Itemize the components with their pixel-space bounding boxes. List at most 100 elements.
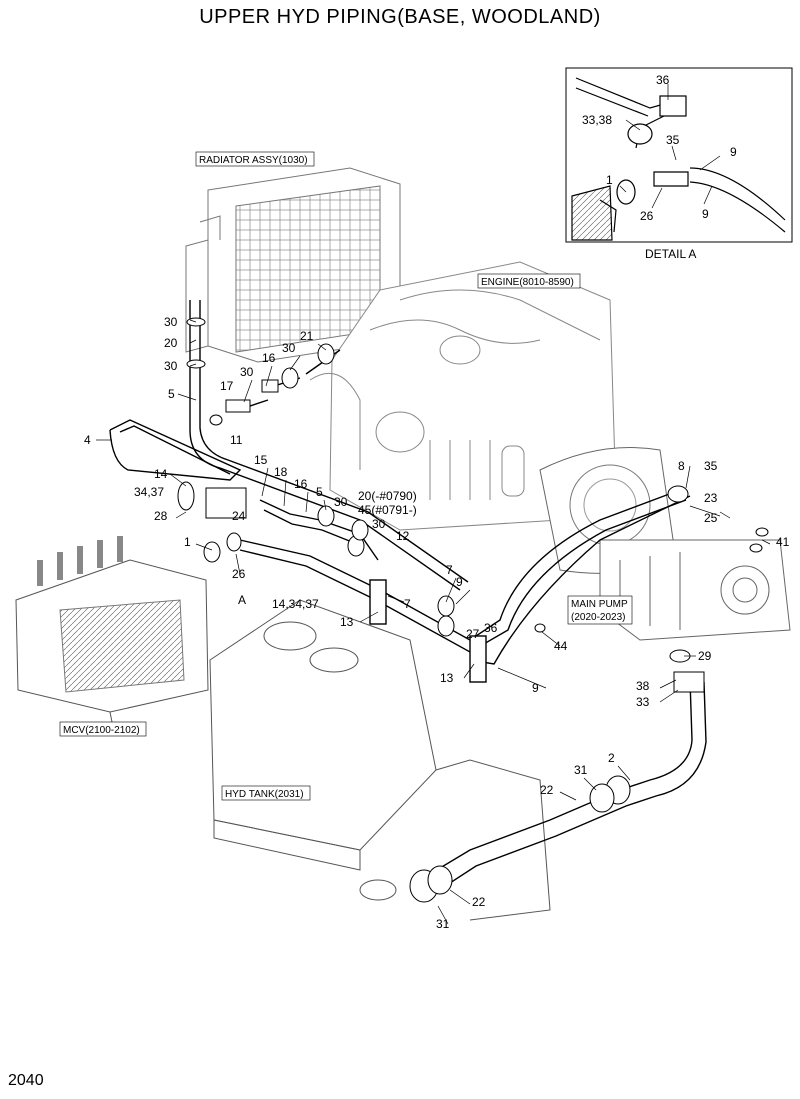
callout: 4 bbox=[84, 433, 91, 447]
callout: 22 bbox=[540, 783, 554, 797]
callout: 29 bbox=[698, 649, 712, 663]
callout: 7 bbox=[404, 597, 411, 611]
callout: 30 bbox=[240, 365, 254, 379]
callout: 16 bbox=[262, 351, 276, 365]
leader-line bbox=[175, 511, 187, 519]
detail-a-inset bbox=[565, 67, 793, 243]
callout: 33,38 bbox=[582, 113, 612, 127]
callout: 5 bbox=[316, 485, 323, 499]
callout: 35 bbox=[704, 459, 718, 473]
callout: 20(-#0790) bbox=[358, 489, 417, 503]
leader-line bbox=[177, 393, 197, 401]
callout: 18 bbox=[274, 465, 288, 479]
callout: 22 bbox=[472, 895, 486, 909]
component-labels: RADIATOR ASSY(1030) ENGINE(8010-8590) MA… bbox=[59, 151, 633, 801]
leader-line bbox=[195, 543, 213, 551]
callout: 9 bbox=[532, 681, 539, 695]
callout: 38 bbox=[636, 679, 650, 693]
callout: 36 bbox=[656, 73, 670, 87]
label-main-pump-2: (2020-2023) bbox=[571, 612, 625, 623]
leader-line bbox=[265, 365, 273, 387]
callout: 7 bbox=[446, 563, 453, 577]
leader-line bbox=[445, 577, 457, 603]
callout: 33 bbox=[636, 695, 650, 709]
callout: 16 bbox=[294, 477, 308, 491]
callout: 13 bbox=[340, 615, 354, 629]
callout: 9 bbox=[730, 145, 737, 159]
leader-line bbox=[617, 765, 631, 781]
callout: 25 bbox=[704, 511, 718, 525]
callout: 27 bbox=[466, 627, 480, 641]
leader-line bbox=[455, 589, 471, 605]
leader-line bbox=[659, 689, 679, 703]
leader-line bbox=[685, 465, 691, 489]
leader-line bbox=[449, 889, 471, 905]
leader-line bbox=[169, 473, 187, 487]
callout: 28 bbox=[154, 509, 168, 523]
callouts: 36 33,38 35 9 1 26 9 30 20 30 21 30 16 3… bbox=[84, 73, 790, 931]
leader-line bbox=[189, 363, 197, 367]
callout: 2 bbox=[608, 751, 615, 765]
callout: 30 bbox=[372, 517, 386, 531]
page-title: UPPER HYD PIPING(BASE, WOODLAND) bbox=[199, 6, 601, 28]
callout: 26 bbox=[232, 567, 246, 581]
leader-line bbox=[283, 479, 287, 507]
leader-line bbox=[463, 663, 475, 679]
leader-line bbox=[189, 339, 197, 344]
callout: 1 bbox=[184, 535, 191, 549]
callout: 11 bbox=[230, 433, 243, 447]
fittings bbox=[177, 317, 769, 903]
label-mcv: MCV(2100-2102) bbox=[63, 725, 140, 736]
callout: 17 bbox=[220, 379, 234, 393]
callout: 23 bbox=[704, 491, 718, 505]
callout: 24 bbox=[232, 509, 246, 523]
leader-line bbox=[243, 379, 253, 403]
leader-line bbox=[317, 343, 327, 351]
callout: 36 bbox=[484, 621, 498, 635]
callout: 31 bbox=[574, 763, 588, 777]
callout: 34,37 bbox=[134, 485, 164, 499]
callout: 31 bbox=[436, 917, 450, 931]
leader-line bbox=[437, 905, 449, 925]
leader-line bbox=[261, 467, 269, 497]
leader-line bbox=[659, 679, 677, 689]
callout: 8 bbox=[678, 459, 685, 473]
leader-line bbox=[559, 791, 577, 801]
callout: 21 bbox=[300, 329, 314, 343]
leader-line bbox=[689, 505, 721, 517]
callout: 14,34,37 bbox=[272, 597, 319, 611]
callout: 35 bbox=[666, 133, 680, 147]
leader-line bbox=[719, 511, 731, 519]
callout: 30 bbox=[164, 359, 178, 373]
label-radiator: RADIATOR ASSY(1030) bbox=[199, 155, 308, 166]
callout: 9 bbox=[456, 575, 463, 589]
label-main-pump-1: MAIN PUMP bbox=[571, 599, 628, 610]
mcv-drawing bbox=[15, 536, 209, 723]
leader-line bbox=[305, 491, 309, 513]
callout: 1 bbox=[606, 173, 613, 187]
callout: 12 bbox=[396, 529, 410, 543]
callout: 45(#0791-) bbox=[358, 503, 417, 517]
callout: 14 bbox=[154, 467, 168, 481]
label-engine: ENGINE(8010-8590) bbox=[481, 277, 574, 288]
leader-line bbox=[583, 777, 597, 791]
callout: 20 bbox=[164, 336, 178, 350]
leader-line bbox=[235, 553, 241, 575]
callout: 5 bbox=[168, 387, 175, 401]
leader-line bbox=[541, 631, 561, 647]
leader-lines bbox=[96, 319, 771, 925]
leader-line bbox=[387, 595, 405, 603]
leader-line bbox=[289, 355, 301, 371]
callout: 15 bbox=[254, 453, 268, 467]
callout: 30 bbox=[282, 341, 296, 355]
callout: 13 bbox=[440, 671, 454, 685]
callout: 26 bbox=[640, 209, 654, 223]
label-hyd-tank: HYD TANK(2031) bbox=[225, 789, 304, 800]
leader-line bbox=[761, 539, 771, 545]
callout: 9 bbox=[702, 207, 709, 221]
page-number: 2040 bbox=[8, 1072, 44, 1089]
leader-line bbox=[497, 667, 547, 689]
callout: 41 bbox=[776, 535, 790, 549]
leader-line bbox=[323, 499, 327, 511]
